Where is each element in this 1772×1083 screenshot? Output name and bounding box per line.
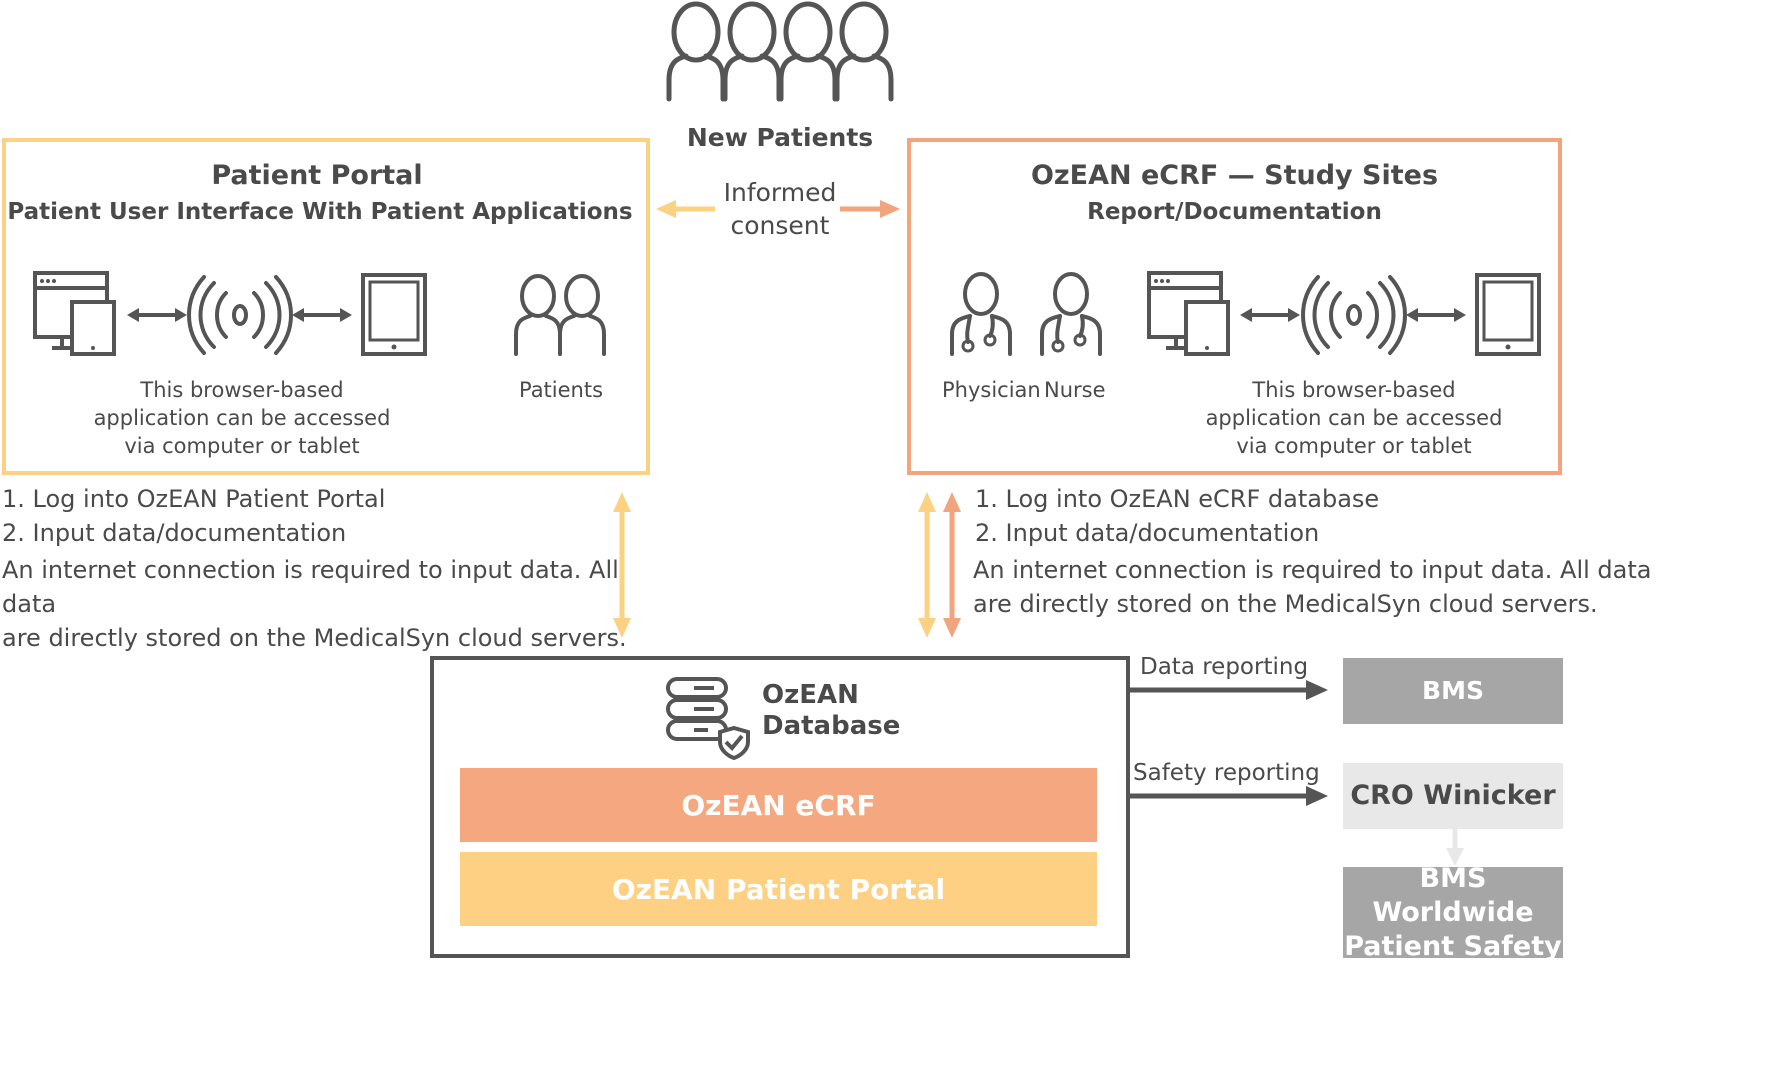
patient-portal-note: An internet connection is required to in…	[2, 556, 627, 652]
new-patients-label: New Patients	[686, 123, 874, 152]
data-reporting-label: Data reporting	[1140, 654, 1309, 680]
wireless-signal-icon	[1301, 275, 1407, 355]
patient-portal-title: Patient Portal	[211, 160, 423, 191]
database-panel	[430, 656, 1130, 958]
database-shield-icon	[666, 677, 750, 761]
left-double-arrow-1	[127, 308, 187, 322]
patient-portal-subtitle: Patient User Interface With Patient Appl…	[7, 199, 633, 225]
bms-box: BMS	[1343, 658, 1563, 724]
patients-icon	[514, 274, 606, 356]
cro-winicker-box: CRO Winicker	[1343, 763, 1563, 829]
right-double-arrow-1	[1240, 308, 1300, 322]
database-title: OzEAN Database	[762, 680, 901, 741]
physician-label: Physician	[942, 378, 1041, 402]
computer-tablet-icon	[1147, 271, 1230, 356]
ecrf-sites-title: OzEAN eCRF — Study Sites	[1030, 160, 1439, 191]
ecrf-sites-panel	[907, 138, 1562, 475]
nurse-label: Nurse	[1044, 378, 1106, 402]
ecrf-sites-steps: 1. Log into OzEAN eCRF database 2. Input…	[975, 485, 1380, 547]
wireless-signal-icon	[187, 275, 293, 355]
right-double-arrow-2	[1406, 308, 1466, 322]
patient-portal-panel	[2, 138, 650, 475]
informed-consent-label: Informed consent	[723, 178, 837, 240]
bms-worldwide-box: BMS Worldwide Patient Safety	[1343, 862, 1563, 962]
physician-icon	[950, 272, 1012, 356]
computer-tablet-icon	[33, 271, 116, 356]
ecrf-sites-caption: This browser-based application can be ac…	[1205, 378, 1503, 458]
safety-reporting-label: Safety reporting	[1133, 760, 1320, 786]
patient-portal-steps: 1. Log into OzEAN Patient Portal 2. Inpu…	[2, 485, 386, 547]
left-double-arrow-2	[292, 308, 352, 322]
nurse-icon	[1040, 272, 1102, 356]
ecrf-bar: OzEAN eCRF	[460, 768, 1097, 842]
patient-portal-bar: OzEAN Patient Portal	[460, 852, 1097, 926]
tablet-icon	[1475, 273, 1541, 356]
tablet-icon	[361, 273, 427, 356]
ecrf-sites-note: An internet connection is required to in…	[973, 556, 1652, 618]
ecrf-sites-subtitle: Report/Documentation	[1087, 199, 1382, 225]
patient-portal-caption: This browser-based application can be ac…	[93, 378, 391, 458]
patients-label: Patients	[518, 378, 604, 402]
